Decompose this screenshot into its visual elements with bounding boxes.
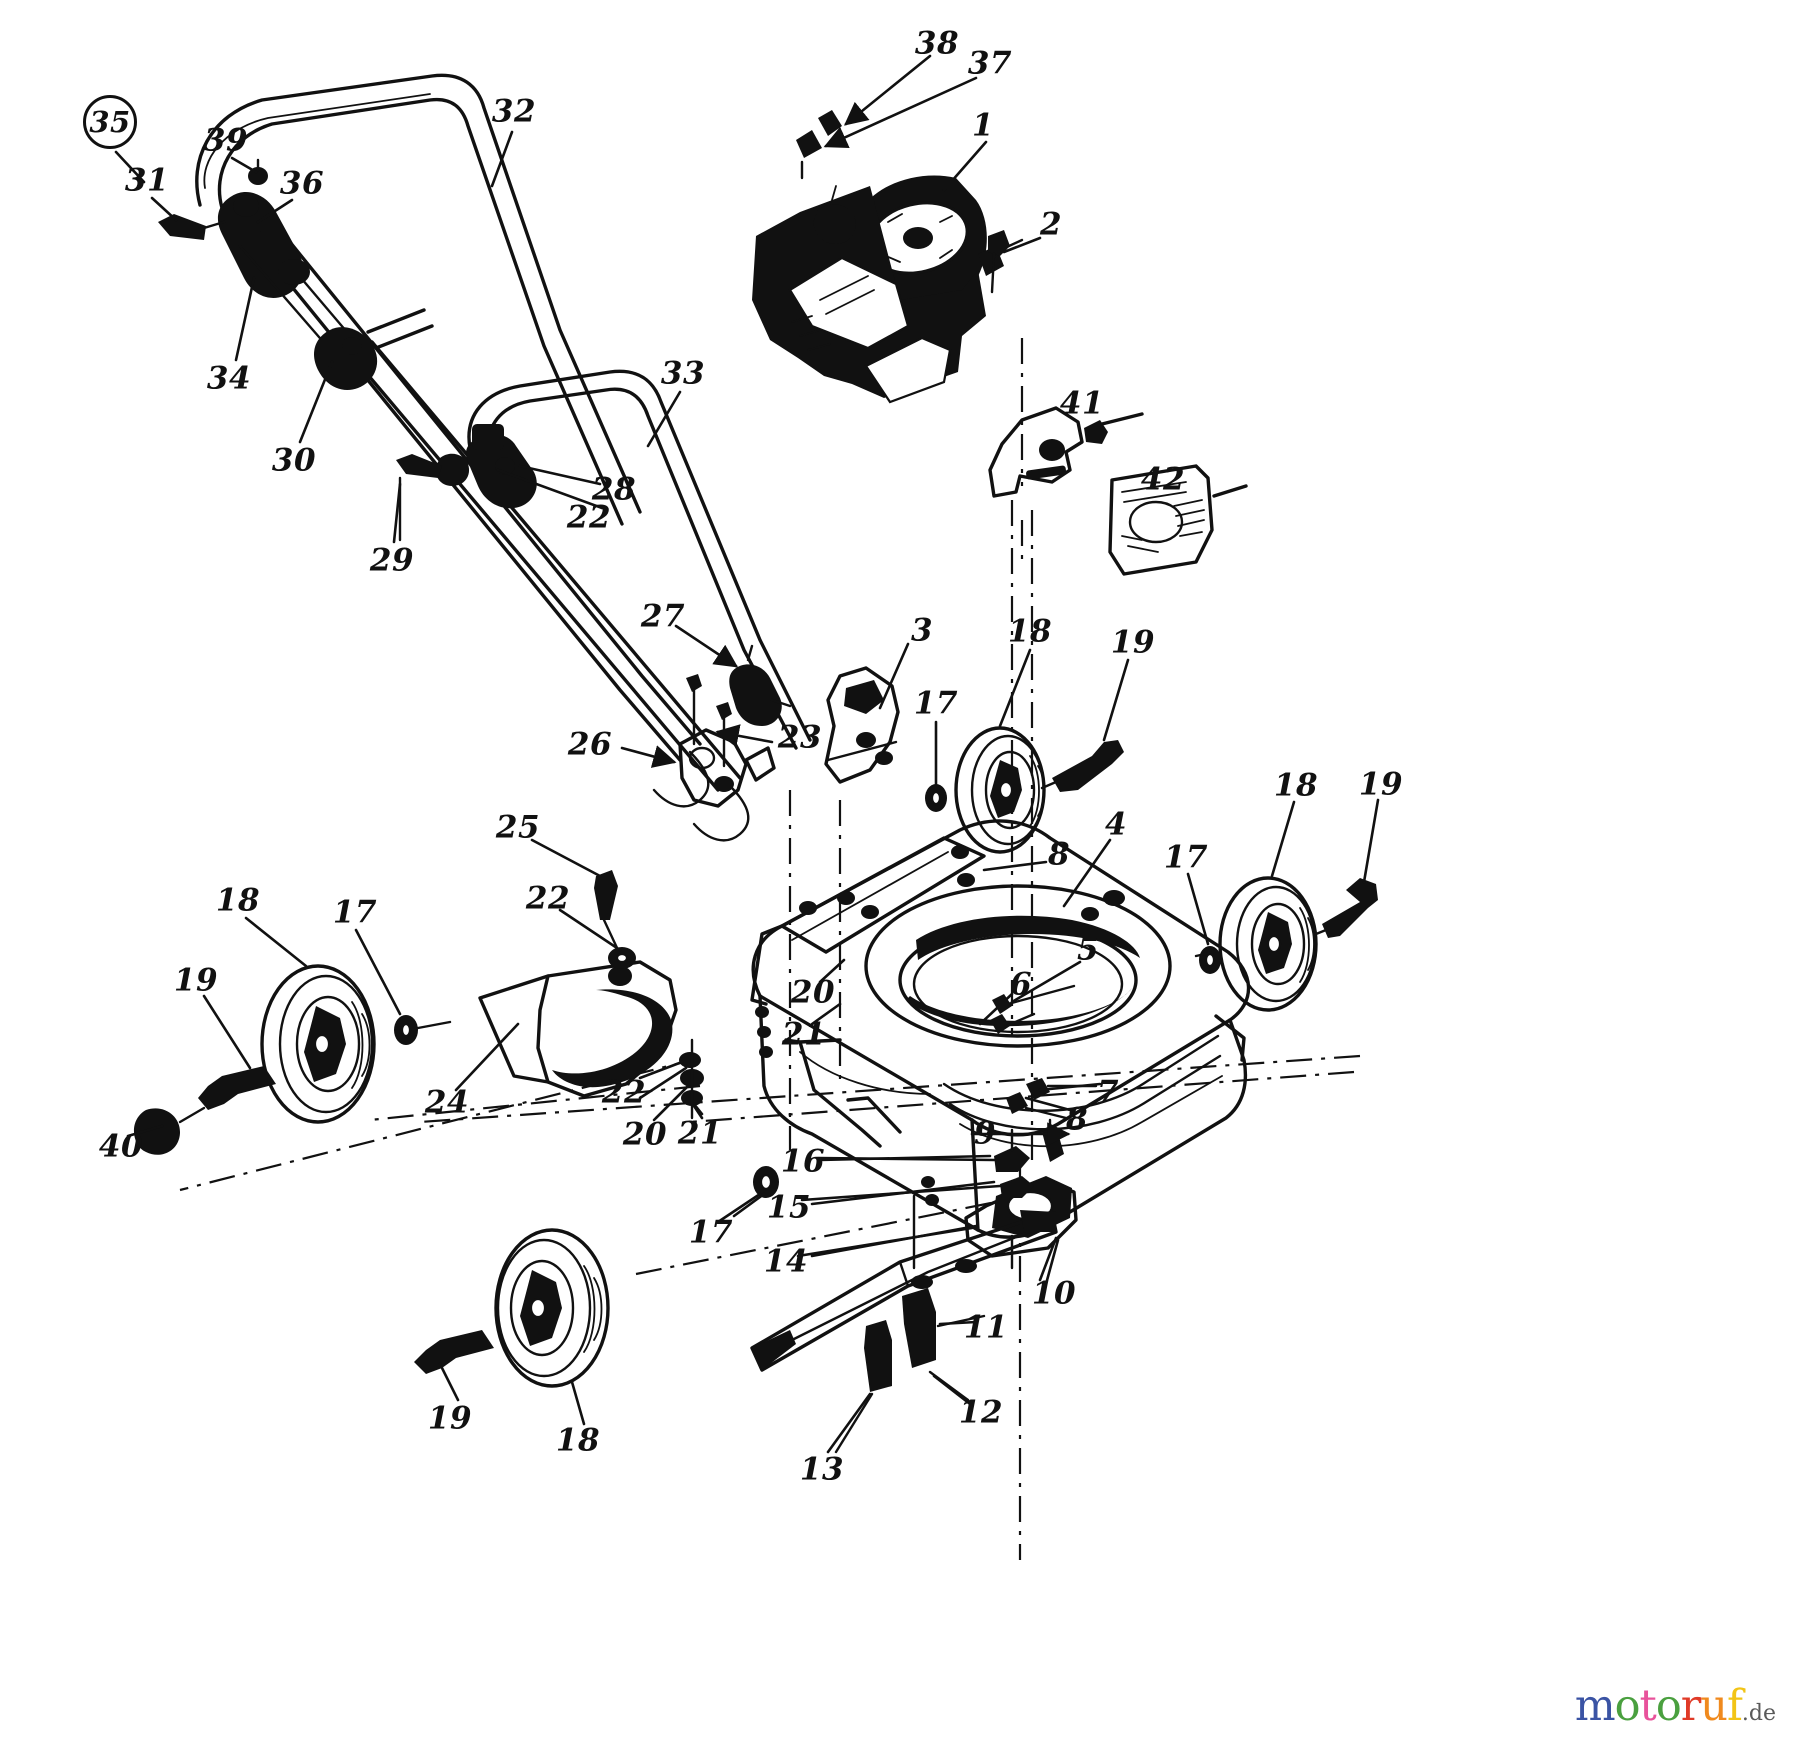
callout-number-27: 27 <box>640 598 686 635</box>
engine-fasteners <box>796 54 978 180</box>
watermark-letter: r <box>1680 1681 1702 1731</box>
watermark-letter: u <box>1700 1681 1728 1731</box>
callout-number-35: 35 <box>83 95 137 149</box>
wheel-front-left <box>414 1228 610 1388</box>
callout-number-37: 37 <box>967 45 1013 82</box>
callout-number-15: 15 <box>766 1189 812 1226</box>
motoruf-watermark: motoruf.de <box>1575 1685 1776 1728</box>
callout-number-28: 28 <box>591 471 637 508</box>
callout-number-40: 40 <box>98 1128 144 1165</box>
callout-number-25: 25 <box>495 809 541 846</box>
engine-bracket-41 <box>988 406 1144 498</box>
callout-number-36: 36 <box>279 165 325 202</box>
callout-number-16: 16 <box>780 1143 826 1180</box>
mower-deck <box>750 819 1251 1239</box>
callout-number-18: 18 <box>215 882 261 919</box>
watermark-suffix: .de <box>1741 1701 1776 1726</box>
air-filter-cover-42 <box>1108 464 1248 576</box>
handle-clamp-27 <box>729 644 792 726</box>
callout-number-9: 9 <box>973 1115 997 1152</box>
callout-number-7: 7 <box>1096 1074 1120 1111</box>
watermark-letter: m <box>1574 1681 1616 1731</box>
callout-number-26: 26 <box>567 726 613 763</box>
handle-mount-bracket-26 <box>620 674 776 808</box>
handle-grip-cluster <box>158 158 434 390</box>
callout-number-18: 18 <box>1007 613 1053 650</box>
callout-leader-lines <box>114 130 1380 1454</box>
callout-number-12: 12 <box>958 1394 1004 1431</box>
callout-number-19: 19 <box>427 1400 473 1437</box>
callout-number-33: 33 <box>660 355 706 392</box>
callout-number-32: 32 <box>491 93 537 130</box>
callout-number-34: 34 <box>206 360 252 397</box>
callout-number-23: 23 <box>777 719 823 756</box>
callout-number-19: 19 <box>1110 624 1156 661</box>
callout-number-41: 41 <box>1059 385 1105 422</box>
wheel-rear-right-upper <box>925 726 1124 854</box>
callout-number-24: 24 <box>424 1084 470 1121</box>
callout-number-22: 22 <box>566 499 612 536</box>
callout-number-22: 22 <box>525 880 571 917</box>
callout-number-18: 18 <box>555 1422 601 1459</box>
callout-number-20: 20 <box>790 974 836 1011</box>
callout-number-17: 17 <box>1163 839 1209 876</box>
callout-number-30: 30 <box>271 442 317 479</box>
callout-number-17: 17 <box>332 894 378 931</box>
callout-number-10: 10 <box>1031 1275 1077 1312</box>
callout-number-42: 42 <box>1140 461 1186 498</box>
watermark-letter: o <box>1614 1681 1641 1731</box>
callout-number-38: 38 <box>914 25 960 62</box>
callout-number-17: 17 <box>913 685 959 722</box>
watermark-letter: t <box>1639 1681 1657 1731</box>
callout-number-1: 1 <box>971 107 995 144</box>
callout-number-18: 18 <box>1273 767 1319 804</box>
callout-number-2: 2 <box>1039 206 1063 243</box>
callout-number-31: 31 <box>124 162 170 199</box>
handle-mount-bracket-3 <box>824 642 910 784</box>
wheel-rear-left <box>133 964 452 1155</box>
wheel-front-right <box>1194 876 1378 1012</box>
callout-number-5: 5 <box>1076 931 1100 968</box>
callout-number-21: 21 <box>677 1115 723 1152</box>
watermark-letter: f <box>1726 1681 1743 1731</box>
callout-number-17: 17 <box>688 1214 734 1251</box>
callout-number-21: 21 <box>781 1016 827 1053</box>
callout-number-20: 20 <box>622 1116 668 1153</box>
callout-number-19: 19 <box>173 962 219 999</box>
handle-upper-bar <box>195 73 642 526</box>
handle-left-leg <box>260 234 750 842</box>
callout-number-13: 13 <box>799 1451 845 1488</box>
callout-number-29: 29 <box>369 542 415 579</box>
callout-number-3: 3 <box>910 612 934 649</box>
callout-number-8: 8 <box>1047 836 1071 873</box>
callout-number-19: 19 <box>1358 766 1404 803</box>
engine-assembly <box>752 175 1024 404</box>
callout-number-8: 8 <box>1065 1101 1089 1138</box>
callout-number-22: 22 <box>601 1074 647 1111</box>
callout-number-11: 11 <box>963 1309 1009 1346</box>
watermark-letter: o <box>1655 1681 1682 1731</box>
discharge-chute-24 <box>478 838 704 1120</box>
blade-spindle-assembly <box>732 1118 1078 1454</box>
callout-number-6: 6 <box>1009 966 1033 1003</box>
callout-number-14: 14 <box>763 1243 809 1280</box>
callout-number-4: 4 <box>1104 806 1128 843</box>
callout-number-39: 39 <box>203 122 249 159</box>
